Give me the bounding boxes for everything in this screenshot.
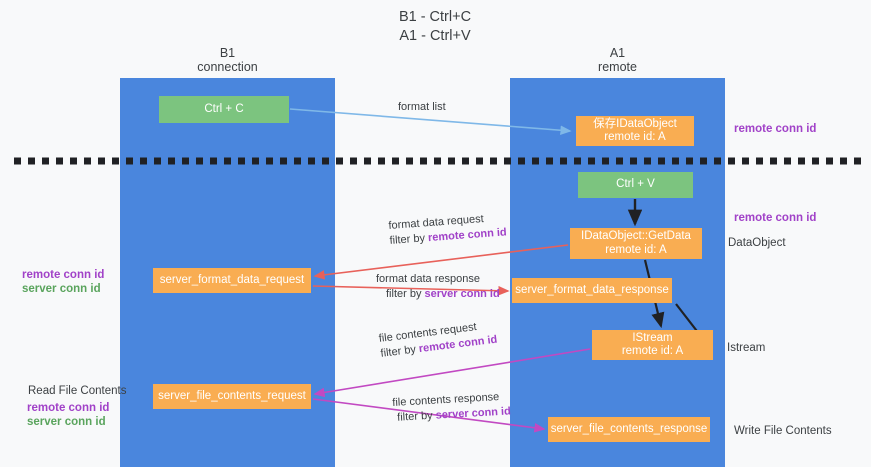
page-title: B1 - Ctrl+C A1 - Ctrl+V [285, 8, 585, 46]
filter-key-server-conn-id: server conn id [435, 405, 512, 422]
filter-key-server-conn-id: server conn id [424, 288, 500, 300]
node-istream-text: IStream remote id: A [622, 332, 683, 359]
node-idataobject-line2: remote id: A [604, 131, 666, 143]
node-getdata-text: IDataObject::GetData remote id: A [581, 230, 691, 257]
annotation-istream: Istream [727, 342, 766, 354]
node-server-file-contents-response[interactable]: server_file_contents_response [548, 417, 710, 442]
page-title-line1: B1 - Ctrl+C [398, 9, 472, 25]
node-idataobject-getdata[interactable]: IDataObject::GetData remote id: A [570, 228, 702, 259]
swimlane-header-a1: A1 remote [510, 46, 725, 74]
edge-label-file-contents-response: file contents response filter by server … [392, 389, 511, 426]
edge-label-format-list-text: format list [398, 101, 446, 113]
node-server-file-contents-request-label: server_file_contents_request [158, 389, 306, 402]
annotation-left-remote-conn-id-1: remote conn id [22, 269, 105, 281]
node-istream[interactable]: IStream remote id: A [592, 330, 713, 360]
page-title-line2: A1 - Ctrl+V [399, 28, 471, 44]
swimlane-header-a1-sub: remote [598, 60, 637, 74]
node-ctrl-v-label: Ctrl + V [616, 178, 655, 191]
swimlane-header-a1-name: A1 [609, 46, 626, 60]
annotation-left-remote-conn-id-2: remote conn id [27, 402, 110, 414]
edge-label-format-data-response-filter: filter by server conn id [376, 287, 500, 302]
node-idataobject[interactable]: 保存IDataObject remote id: A [576, 116, 694, 146]
node-ctrl-c[interactable]: Ctrl + C [159, 96, 289, 123]
filter-prefix: filter by [379, 343, 420, 360]
filter-prefix: filter by [389, 232, 429, 247]
annotation-left-conn-ids-1: remote conn id server conn id [22, 268, 104, 296]
node-server-file-contents-response-label: server_file_contents_response [550, 422, 708, 435]
annotation-remote-conn-id-top: remote conn id [734, 123, 817, 135]
node-istream-line1: IStream [632, 331, 673, 344]
node-ctrl-c-label: Ctrl + C [204, 102, 244, 115]
annotation-left-server-conn-id-2: server conn id [27, 416, 106, 428]
annotation-dataobject: DataObject [728, 237, 786, 249]
node-idataobject-text: 保存IDataObject remote id: A [593, 118, 677, 145]
node-idataobject-line1: 保存IDataObject [593, 117, 677, 130]
node-server-format-data-request[interactable]: server_format_data_request [153, 268, 311, 293]
annotation-write-file-contents: Write File Contents [734, 425, 832, 437]
annotation-remote-conn-id-mid: remote conn id [734, 212, 817, 224]
node-getdata-line2: remote id: A [605, 243, 667, 256]
annotation-read-file-contents: Read File Contents [28, 385, 127, 397]
filter-prefix: filter by [396, 409, 437, 424]
swimlane-header-b1-sub: connection [197, 60, 258, 74]
node-server-format-data-response-label: server_format_data_response [515, 283, 669, 296]
swimlane-header-b1-name: B1 [219, 46, 236, 60]
edge-label-format-list: format list [398, 100, 446, 115]
swimlane-header-b1: B1 connection [120, 46, 335, 74]
filter-prefix: filter by [386, 288, 425, 300]
annotation-left-server-conn-id-1: server conn id [22, 283, 101, 295]
node-server-file-contents-request[interactable]: server_file_contents_request [153, 384, 311, 409]
edge-label-format-data-response-text: format data response [376, 273, 480, 285]
edge-label-format-data-request: format data request filter by remote con… [388, 210, 507, 249]
node-getdata-line1: IDataObject::GetData [581, 230, 691, 242]
edge-label-file-contents-request: file contents request filter by remote c… [378, 318, 498, 362]
annotation-left-conn-ids-2: remote conn id server conn id [27, 401, 109, 429]
node-ctrl-v[interactable]: Ctrl + V [578, 172, 693, 198]
edge-label-format-data-response: format data response filter by server co… [376, 272, 500, 302]
node-server-format-data-response[interactable]: server_format_data_response [512, 278, 672, 303]
node-istream-line2: remote id: A [621, 345, 684, 357]
node-server-format-data-request-label: server_format_data_request [159, 273, 305, 286]
